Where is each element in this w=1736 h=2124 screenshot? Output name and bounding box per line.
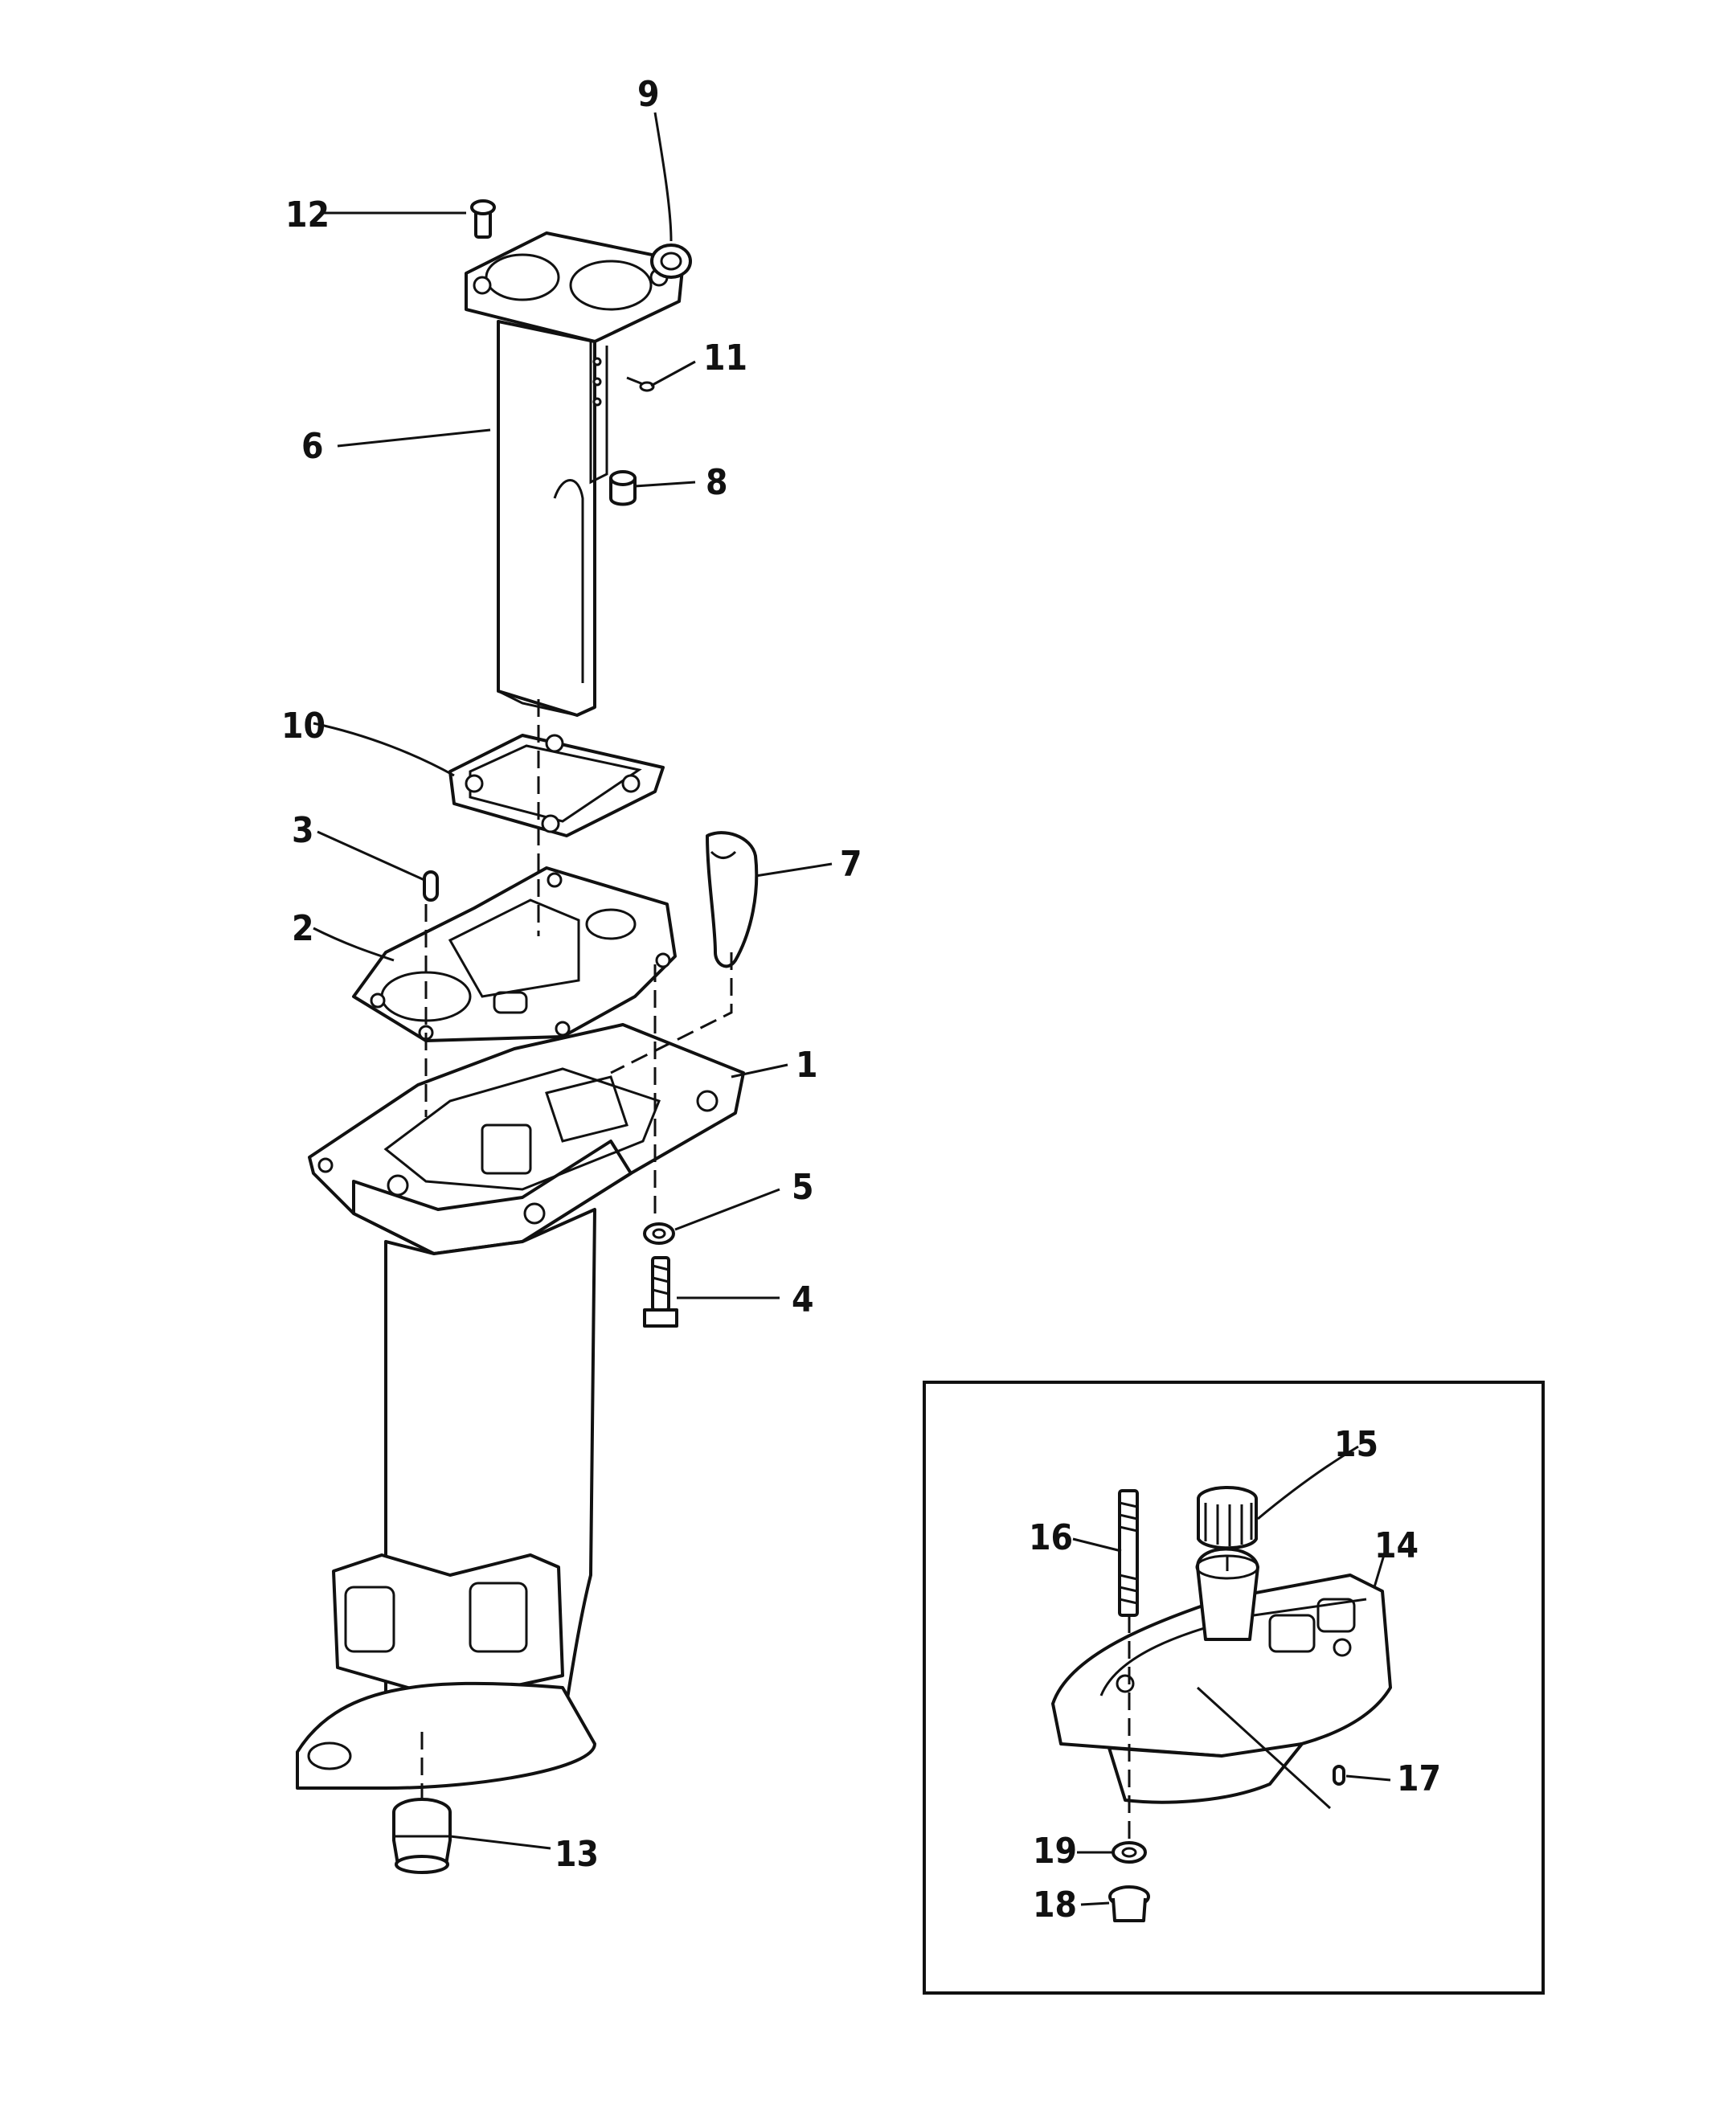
- callout-17: 17: [1397, 1758, 1441, 1799]
- callout-15: 15: [1334, 1424, 1378, 1465]
- part-7-cover: [706, 831, 759, 968]
- callout-18: 18: [1033, 1885, 1077, 1926]
- part-8-plug: [609, 470, 637, 506]
- callout-11: 11: [703, 338, 747, 379]
- callout-labels: 1 2 3 4 5 6 7 8 9 10 11 12 13 14 15 16 1…: [281, 74, 1441, 1926]
- callout-7: 7: [840, 844, 862, 885]
- callout-14: 14: [1374, 1525, 1419, 1566]
- callout-4: 4: [792, 1279, 814, 1320]
- inset-detail-box: [923, 1381, 1545, 1995]
- part-3-dowel: [423, 870, 439, 902]
- part-1-driveshaft-housing: [296, 1023, 745, 1790]
- callout-16: 16: [1029, 1517, 1073, 1558]
- part-12-screw: [470, 199, 496, 239]
- callout-2: 2: [292, 908, 314, 949]
- part-6-exhaust-tube: [465, 231, 685, 717]
- callout-3: 3: [292, 810, 314, 851]
- callout-9: 9: [637, 74, 660, 115]
- callout-13: 13: [555, 1834, 599, 1875]
- callout-8: 8: [706, 462, 728, 503]
- part-13-drain-plug: [392, 1798, 452, 1874]
- callout-10: 10: [281, 706, 326, 747]
- callout-1: 1: [796, 1045, 818, 1086]
- callout-6: 6: [301, 426, 324, 467]
- part-15-impeller: [1197, 1486, 1258, 1550]
- part-4-bolt: [643, 1256, 678, 1328]
- part-5-washer: [643, 1222, 675, 1245]
- part-2-gasket: [352, 866, 677, 1042]
- part-17-pin: [1333, 1765, 1345, 1786]
- callout-12: 12: [285, 194, 330, 235]
- callout-5: 5: [792, 1167, 814, 1208]
- part-19-washer: [1112, 1841, 1147, 1864]
- part-10-gasket: [448, 734, 665, 837]
- part-9-seal: [650, 244, 692, 279]
- callout-19: 19: [1033, 1831, 1077, 1872]
- assembly-lines: [420, 699, 733, 1800]
- part-18-plug: [1108, 1885, 1150, 1922]
- part-11-pin: [626, 376, 655, 392]
- part-16-stud: [1118, 1489, 1139, 1617]
- part-14-pump-base: [1051, 1547, 1392, 1804]
- leader-lines: [313, 112, 1391, 1906]
